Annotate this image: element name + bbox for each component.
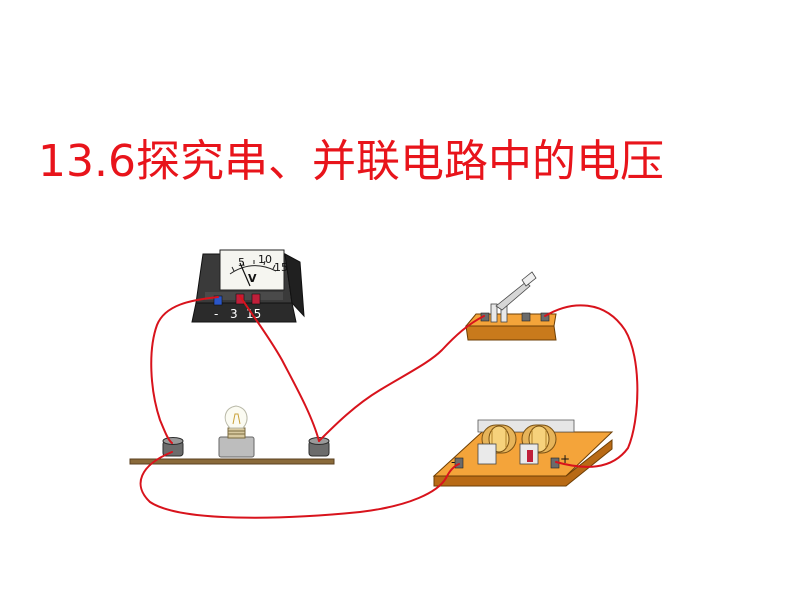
voltmeter-unit-label: V: [248, 272, 257, 285]
light-bulb: [218, 405, 255, 458]
lamp-board: [129, 458, 335, 465]
voltmeter-terminal-3-label: 3: [230, 307, 238, 321]
battery-box: [432, 419, 614, 487]
wire-switch-to-battery-positive: [544, 304, 639, 468]
battery-positive-label: +: [560, 452, 570, 466]
slide-title: 13.6探究串、并联电路中的电压: [38, 136, 664, 187]
battery-negative-label: -: [451, 455, 455, 469]
voltmeter-scale-10: 10: [258, 253, 272, 266]
knife-switch: [464, 271, 557, 341]
voltmeter: [191, 249, 305, 323]
wires: [139, 295, 639, 519]
wire-lamp-left-to-battery-negative: [139, 451, 460, 519]
voltmeter-terminal-negative-label: -: [214, 307, 218, 321]
wire-lamp-right-to-switch: [318, 315, 485, 442]
wire-voltmeter-negative-to-lamp-left: [150, 296, 219, 444]
voltmeter-scale-5: 5: [238, 256, 245, 269]
lamp-left-terminal: [162, 437, 184, 457]
wire-voltmeter-3-to-lamp-right: [239, 295, 320, 442]
voltmeter-scale-15: 15: [274, 261, 288, 274]
